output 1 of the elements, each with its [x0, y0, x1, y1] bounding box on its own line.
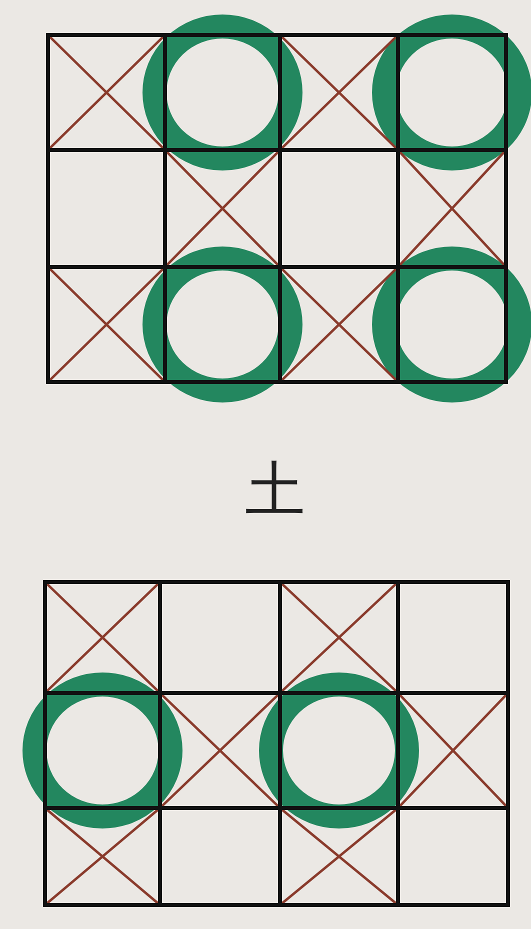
symbol-label: 土 [244, 455, 306, 525]
